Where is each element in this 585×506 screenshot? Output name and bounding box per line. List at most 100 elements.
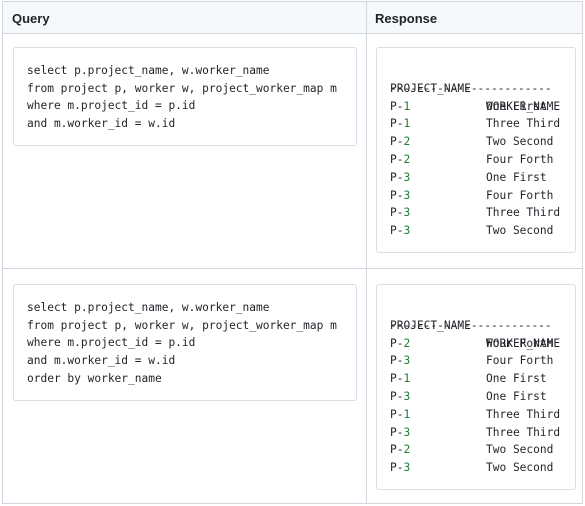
response-record: P-1 One First [390, 370, 570, 388]
response-record: P-3 Four Forth [390, 187, 570, 205]
project-prefix: P- [390, 443, 404, 457]
response-record: P-3 Four Forth [390, 352, 570, 370]
worker-name-cell: One First [486, 99, 547, 113]
response-record: P-1 One First [390, 98, 570, 116]
worker-name-cell: One First [486, 389, 547, 403]
worker-name-cell: Two Second [486, 461, 554, 475]
response-separator: ------------------------ [390, 318, 552, 332]
query-box-2[interactable]: select p.project_name, w.worker_name fro… [13, 284, 357, 401]
project-name-cell: P-1 [390, 406, 410, 424]
header-response: Response [375, 11, 438, 26]
project-name-cell: P-1 [390, 370, 410, 388]
response-record: P-3 Two Second [390, 222, 570, 240]
column-header-project: PROJECT_NAME [390, 81, 471, 95]
table-header: Query Response [3, 2, 582, 34]
query-code-2: select p.project_name, w.worker_name fro… [27, 299, 337, 387]
project-prefix: P- [390, 389, 404, 403]
project-name-cell: P-3 [390, 222, 410, 240]
column-divider [366, 2, 367, 503]
project-prefix: P- [390, 99, 404, 113]
worker-name-cell: Three Third [486, 425, 561, 439]
project-number: 2 [403, 152, 411, 166]
worker-name-cell: One First [486, 372, 547, 386]
response-record: P-3 One First [390, 169, 570, 187]
project-number: 3 [403, 461, 411, 475]
query-line: and m.worker_id = w.id [27, 117, 176, 131]
project-prefix: P- [390, 117, 404, 131]
project-number: 2 [403, 336, 411, 350]
project-prefix: P- [390, 407, 404, 421]
project-prefix: P- [390, 188, 404, 202]
response-box-2[interactable]: PROJECT_NAME WORKER_NAME ---------------… [376, 284, 576, 490]
project-number: 1 [403, 407, 411, 421]
response-box-1[interactable]: PROJECT_NAME WORKER_NAME ---------------… [376, 47, 576, 253]
response-record: P-2 Four Forth [390, 335, 570, 353]
project-number: 2 [403, 443, 411, 457]
worker-name-cell: Two Second [486, 443, 554, 457]
project-prefix: P- [390, 425, 404, 439]
project-prefix: P- [390, 372, 404, 386]
row-divider [3, 268, 582, 269]
project-prefix: P- [390, 152, 404, 166]
project-number: 3 [403, 354, 411, 368]
worker-name-cell: Four Forth [486, 354, 554, 368]
response-header-row: PROJECT_NAME WORKER_NAME [390, 299, 570, 350]
worker-name-cell: Two Second [486, 224, 554, 238]
project-prefix: P- [390, 354, 404, 368]
project-name-cell: P-1 [390, 98, 410, 116]
project-name-cell: P-2 [390, 151, 410, 169]
project-name-cell: P-1 [390, 115, 410, 133]
project-name-cell: P-2 [390, 441, 410, 459]
query-line: select p.project_name, w.worker_name [27, 64, 270, 77]
query-line: from project p, worker w, project_worker… [27, 81, 337, 95]
query-line: order by worker_name [27, 371, 162, 385]
project-prefix: P- [390, 461, 404, 475]
project-name-cell: P-3 [390, 459, 410, 477]
worker-name-cell: Four Forth [486, 188, 554, 202]
project-name-cell: P-2 [390, 335, 410, 353]
project-number: 3 [403, 425, 411, 439]
response-record: P-3 One First [390, 388, 570, 406]
worker-name-cell: Four Forth [486, 152, 554, 166]
worker-name-cell: One First [486, 170, 547, 184]
worker-name-cell: Three Third [486, 206, 561, 220]
response-record: P-2 Two Second [390, 441, 570, 459]
project-prefix: P- [390, 224, 404, 238]
query-line: and m.worker_id = w.id [27, 354, 176, 368]
response-record: P-1 Three Third [390, 406, 570, 424]
response-record: P-2 Two Second [390, 133, 570, 151]
response-header-row: PROJECT_NAME WORKER_NAME [390, 62, 570, 113]
project-number: 1 [403, 99, 411, 113]
query-box-1[interactable]: select p.project_name, w.worker_name fro… [13, 47, 357, 146]
response-separator: ------------------------ [390, 81, 552, 95]
project-number: 2 [403, 135, 411, 149]
query-line: where m.project_id = p.id [27, 336, 196, 350]
header-query: Query [12, 11, 50, 26]
response-record: P-3 Three Third [390, 204, 570, 222]
query-line: from project p, worker w, project_worker… [27, 318, 337, 332]
worker-name-cell: Two Second [486, 135, 554, 149]
worker-name-cell: Three Third [486, 407, 561, 421]
query-line: where m.project_id = p.id [27, 99, 196, 113]
project-name-cell: P-3 [390, 204, 410, 222]
column-header-worker: WORKER_NAME [486, 336, 561, 350]
project-number: 1 [403, 372, 411, 386]
project-number: 3 [403, 389, 411, 403]
project-name-cell: P-2 [390, 133, 410, 151]
project-name-cell: P-3 [390, 388, 410, 406]
project-name-cell: P-3 [390, 169, 410, 187]
response-code-2: PROJECT_NAME WORKER_NAME ---------------… [390, 299, 570, 477]
response-record: P-2 Four Forth [390, 151, 570, 169]
project-number: 3 [403, 188, 411, 202]
project-number: 3 [403, 206, 411, 220]
worker-name-cell: Four Forth [486, 336, 554, 350]
project-prefix: P- [390, 135, 404, 149]
project-name-cell: P-3 [390, 187, 410, 205]
query-line: select p.project_name, w.worker_name [27, 301, 270, 314]
query-code-1: select p.project_name, w.worker_name fro… [27, 62, 337, 133]
project-prefix: P- [390, 206, 404, 220]
project-name-cell: P-3 [390, 424, 410, 442]
project-number: 3 [403, 170, 411, 184]
